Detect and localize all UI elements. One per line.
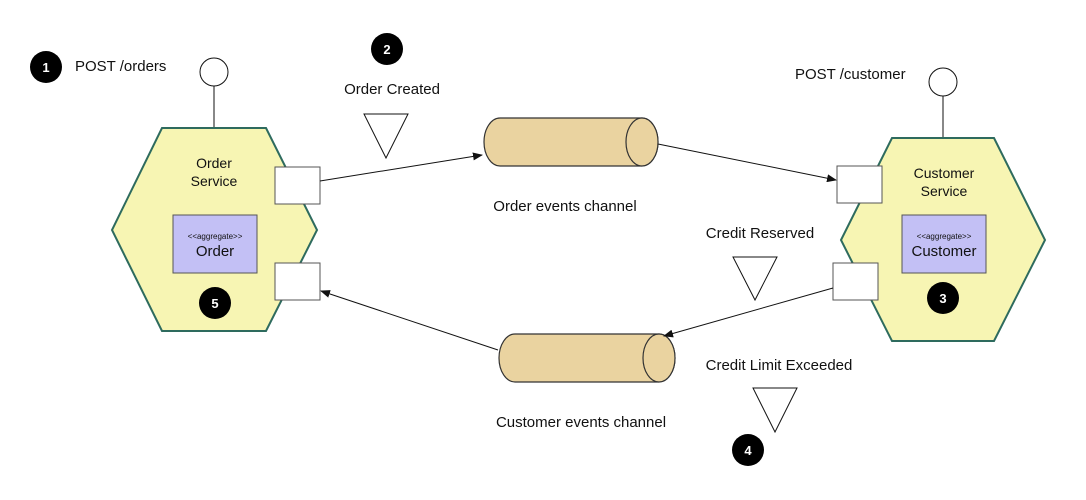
credit-limit-exceeded-event-triangle xyxy=(752,387,798,434)
post-customer-label: POST /customer xyxy=(795,66,906,83)
order-aggregate-stereotype: <<aggregate>> xyxy=(188,232,243,241)
order-created-label: Order Created xyxy=(344,81,440,98)
order-service-title-line2: Service xyxy=(191,173,238,189)
customer-aggregate-box xyxy=(901,214,987,274)
step-badge-4-number: 4 xyxy=(744,443,752,458)
customer-aggregate-name: Customer xyxy=(911,243,976,260)
order-channel-label: Order events channel xyxy=(493,198,636,215)
step-badge-2-number: 2 xyxy=(383,42,390,57)
customer-service-title-line2: Service xyxy=(921,183,968,199)
customer-outbound-port xyxy=(832,262,879,301)
credit-limit-exceeded-label: Credit Limit Exceeded xyxy=(706,357,853,374)
post-orders-label: POST /orders xyxy=(75,58,166,75)
order-created-event-triangle xyxy=(363,113,409,160)
credit-reserved-label: Credit Reserved xyxy=(706,225,814,242)
arrow-order-channel-to-customer xyxy=(657,143,837,183)
customer-service: Customer Service <<aggregate>> Customer xyxy=(832,67,1047,342)
step-badge-4: 4 xyxy=(732,434,764,466)
step-badge-3-number: 3 xyxy=(939,291,946,306)
order-events-channel: Order events channel xyxy=(483,117,659,215)
order-aggregate-name: Order xyxy=(196,243,234,260)
step-badge-1-number: 1 xyxy=(42,60,49,75)
customer-endpoint-circle xyxy=(928,67,958,97)
order-inbound-port xyxy=(274,262,321,301)
order-outbound-port xyxy=(274,166,321,205)
credit-reserved-event-triangle xyxy=(732,256,778,302)
customer-inbound-port xyxy=(836,165,883,204)
order-service-title-line1: Order xyxy=(196,155,232,171)
step-badge-5-number: 5 xyxy=(211,296,218,311)
arrow-customer-to-customer-channel xyxy=(663,287,834,338)
customer-service-title-line1: Customer xyxy=(914,165,975,181)
arrow-order-to-order-channel xyxy=(319,152,483,182)
order-endpoint-circle xyxy=(199,57,229,87)
step-badge-1: 1 xyxy=(30,51,62,83)
step-badge-5: 5 xyxy=(199,287,231,319)
step-badge-3: 3 xyxy=(927,282,959,314)
order-service: Order Service <<aggregate>> Order xyxy=(110,57,321,332)
order-aggregate-box xyxy=(172,214,258,274)
customer-events-channel: Customer events channel xyxy=(496,333,676,431)
order-channel-end-cap xyxy=(625,117,659,167)
step-badge-2: 2 xyxy=(371,33,403,65)
arrow-customer-channel-to-order xyxy=(320,290,499,351)
customer-channel-end-cap xyxy=(642,333,676,383)
customer-aggregate-stereotype: <<aggregate>> xyxy=(917,232,972,241)
customer-channel-label: Customer events channel xyxy=(496,414,666,431)
